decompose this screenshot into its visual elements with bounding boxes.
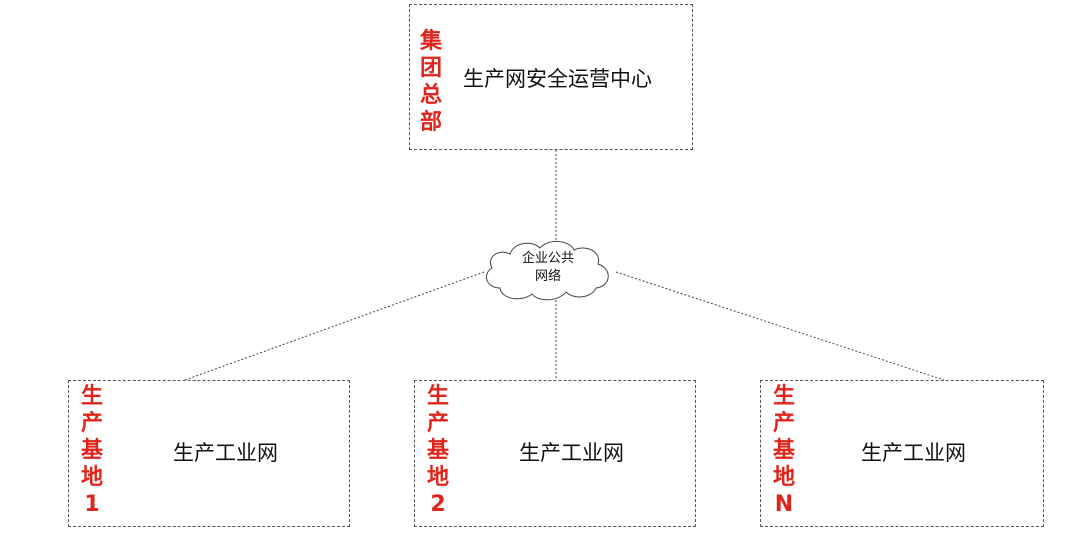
- vertical-label-char: 地: [427, 465, 450, 490]
- vertical-label-char: 地: [773, 465, 796, 490]
- vertical-label-char: 基: [427, 438, 450, 463]
- vertical-label-char: 产: [773, 411, 796, 436]
- cloud-label: 企业公共 网络: [478, 250, 618, 286]
- production-base-2-title: 生产工业网: [519, 441, 624, 465]
- vertical-label-char: 产: [81, 411, 104, 436]
- vertical-label-char: N: [774, 492, 794, 517]
- cloud-label-line-1: 企业公共: [521, 251, 574, 266]
- vertical-label-char: 生: [81, 384, 104, 409]
- production-base-1-title: 生产工业网: [173, 441, 278, 465]
- vertical-label-char: 部: [420, 110, 443, 135]
- vertical-label-char: 基: [81, 438, 104, 463]
- vertical-label-char: 团: [420, 56, 443, 81]
- connector-cloud-to-base-n: [615, 271, 945, 381]
- vertical-label-char: 产: [427, 411, 450, 436]
- vertical-label-char: 1: [84, 492, 100, 517]
- production-base-n-title: 生产工业网: [861, 441, 966, 465]
- vertical-label-char: 总: [420, 83, 443, 108]
- vertical-label-char: 基: [773, 438, 796, 463]
- connector-cloud-to-base-1: [184, 271, 485, 381]
- headquarters-box: 集团总部 生产网安全运营中心: [409, 4, 693, 150]
- vertical-label-char: 2: [430, 492, 446, 517]
- vertical-label-char: 集: [420, 29, 443, 54]
- cloud-label-line-2: 网络: [534, 269, 561, 284]
- vertical-label-char: 地: [81, 465, 104, 490]
- enterprise-public-network: 企业公共 网络: [478, 236, 618, 304]
- vertical-label-char: 生: [773, 384, 796, 409]
- headquarters-vertical-label: 集团总部: [420, 28, 442, 136]
- cloud-icon: [485, 241, 609, 301]
- headquarters-title: 生产网安全运营中心: [463, 67, 652, 91]
- vertical-label-char: 生: [427, 384, 450, 409]
